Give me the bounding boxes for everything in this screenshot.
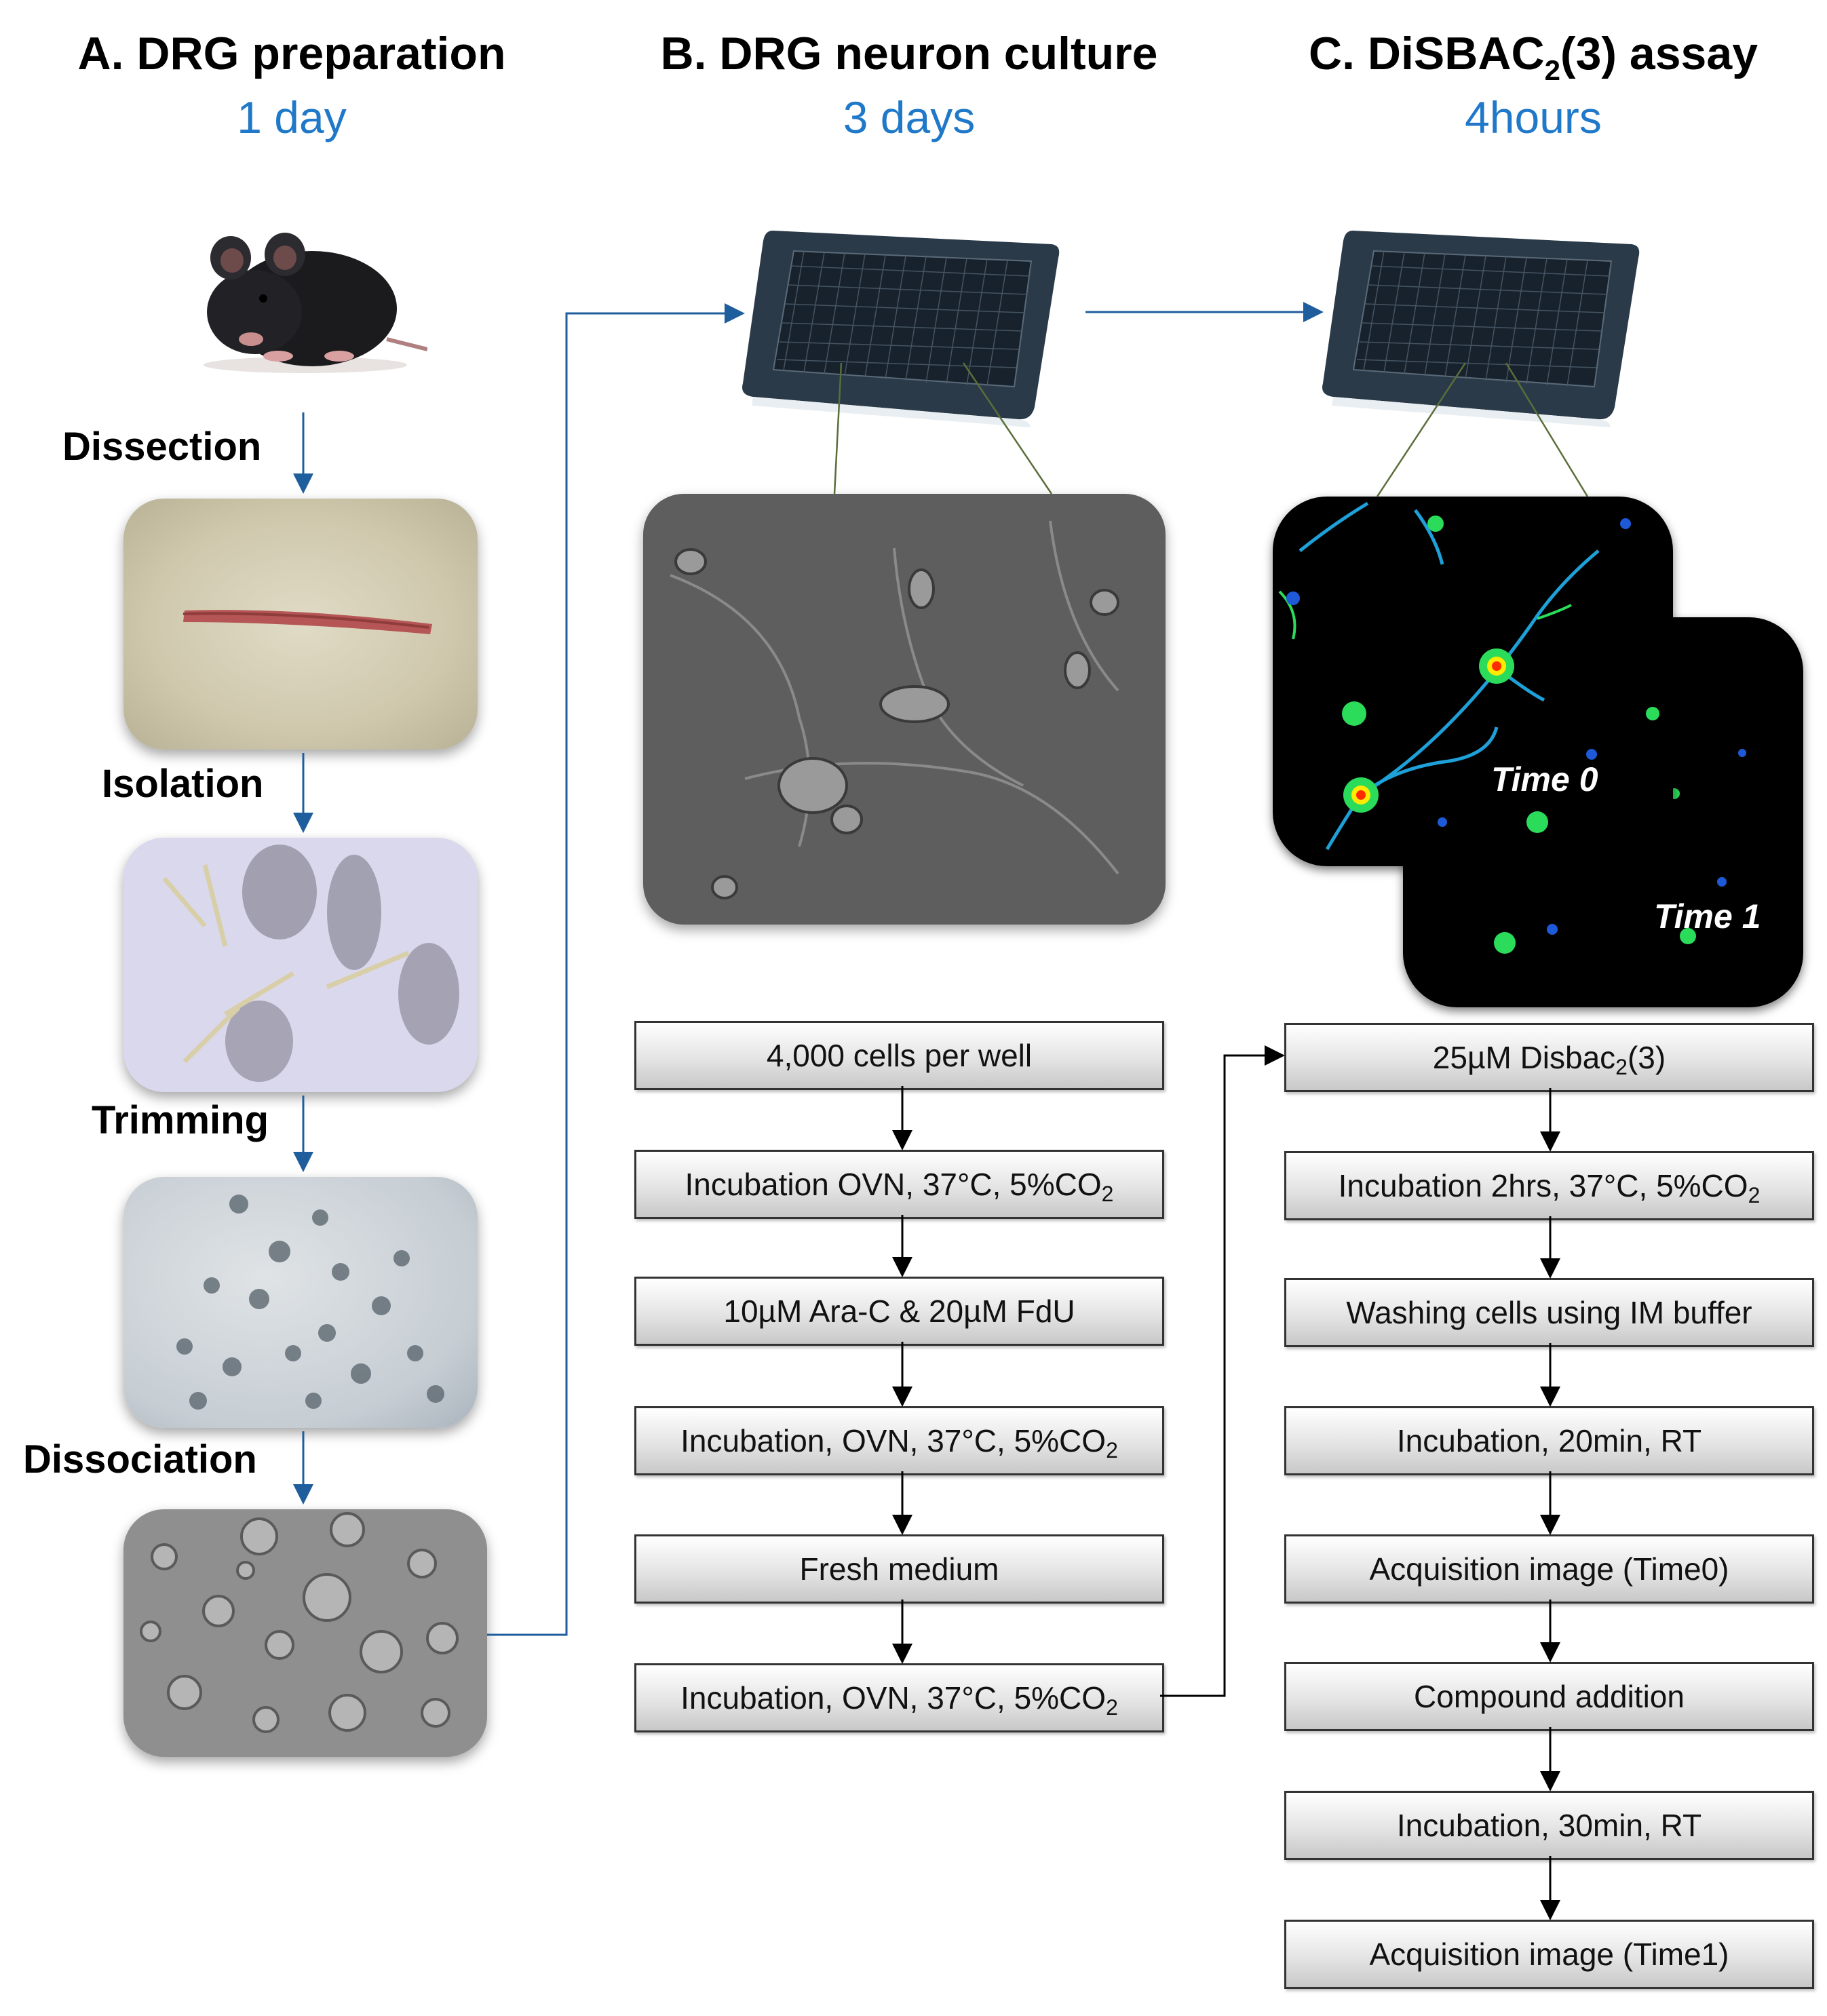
dissection-photo: [123, 499, 478, 750]
assay-step-7: Incubation, 30min, RT: [1284, 1791, 1814, 1860]
culture-step-5: Fresh medium: [634, 1534, 1164, 1604]
arrow-to-culture-plate: [487, 303, 745, 1636]
isolation-photo: [123, 838, 478, 1092]
column-a-title: A. DRG preparation: [77, 28, 506, 79]
column-c-title: C. DiSBAC2(3) assay: [1308, 28, 1758, 86]
well-plate-culture: [742, 230, 1060, 427]
mouse-image: [204, 233, 427, 373]
column-a-duration: 1 day: [237, 92, 347, 142]
zoom-line-b-right: [962, 362, 1053, 495]
time1-label: Time 1: [1654, 897, 1761, 935]
assay-step-4: Incubation, 20min, RT: [1284, 1406, 1814, 1475]
arrow-culture-to-assay: [1160, 1045, 1285, 1697]
step-label-dissection: Dissection: [62, 425, 262, 469]
column-b-title: B. DRG neuron culture: [660, 28, 1158, 79]
zoom-line-c-left: [1376, 362, 1467, 497]
assay-step-3: Washing cells using IM buffer: [1284, 1278, 1814, 1347]
column-b-duration: 3 days: [843, 92, 976, 142]
column-c-duration: 4hours: [1465, 92, 1602, 142]
well-plate-assay: [1322, 230, 1640, 427]
zoom-line-b-left: [833, 362, 843, 495]
culture-step-3: 10µM Ara-C & 20µM FdU: [634, 1277, 1164, 1346]
culture-microscopy-image: [643, 494, 1166, 925]
assay-step-5: Acquisition image (Time0): [1284, 1534, 1814, 1604]
culture-step-1: 4,000 cells per well: [634, 1021, 1164, 1090]
trimming-photo: [123, 1177, 478, 1428]
step-label-isolation: Isolation: [102, 762, 264, 806]
step-label-dissociation: Dissociation: [23, 1437, 257, 1481]
assay-step-8: Acquisition image (Time1): [1284, 1920, 1814, 1989]
assay-step-6: Compound addition: [1284, 1662, 1814, 1731]
zoom-line-c-right: [1505, 362, 1589, 497]
dissociation-photo: [123, 1509, 487, 1757]
time0-label: Time 0: [1491, 760, 1598, 798]
step-label-trimming: Trimming: [92, 1098, 269, 1142]
fluorescence-image-time0: [1273, 497, 1673, 866]
